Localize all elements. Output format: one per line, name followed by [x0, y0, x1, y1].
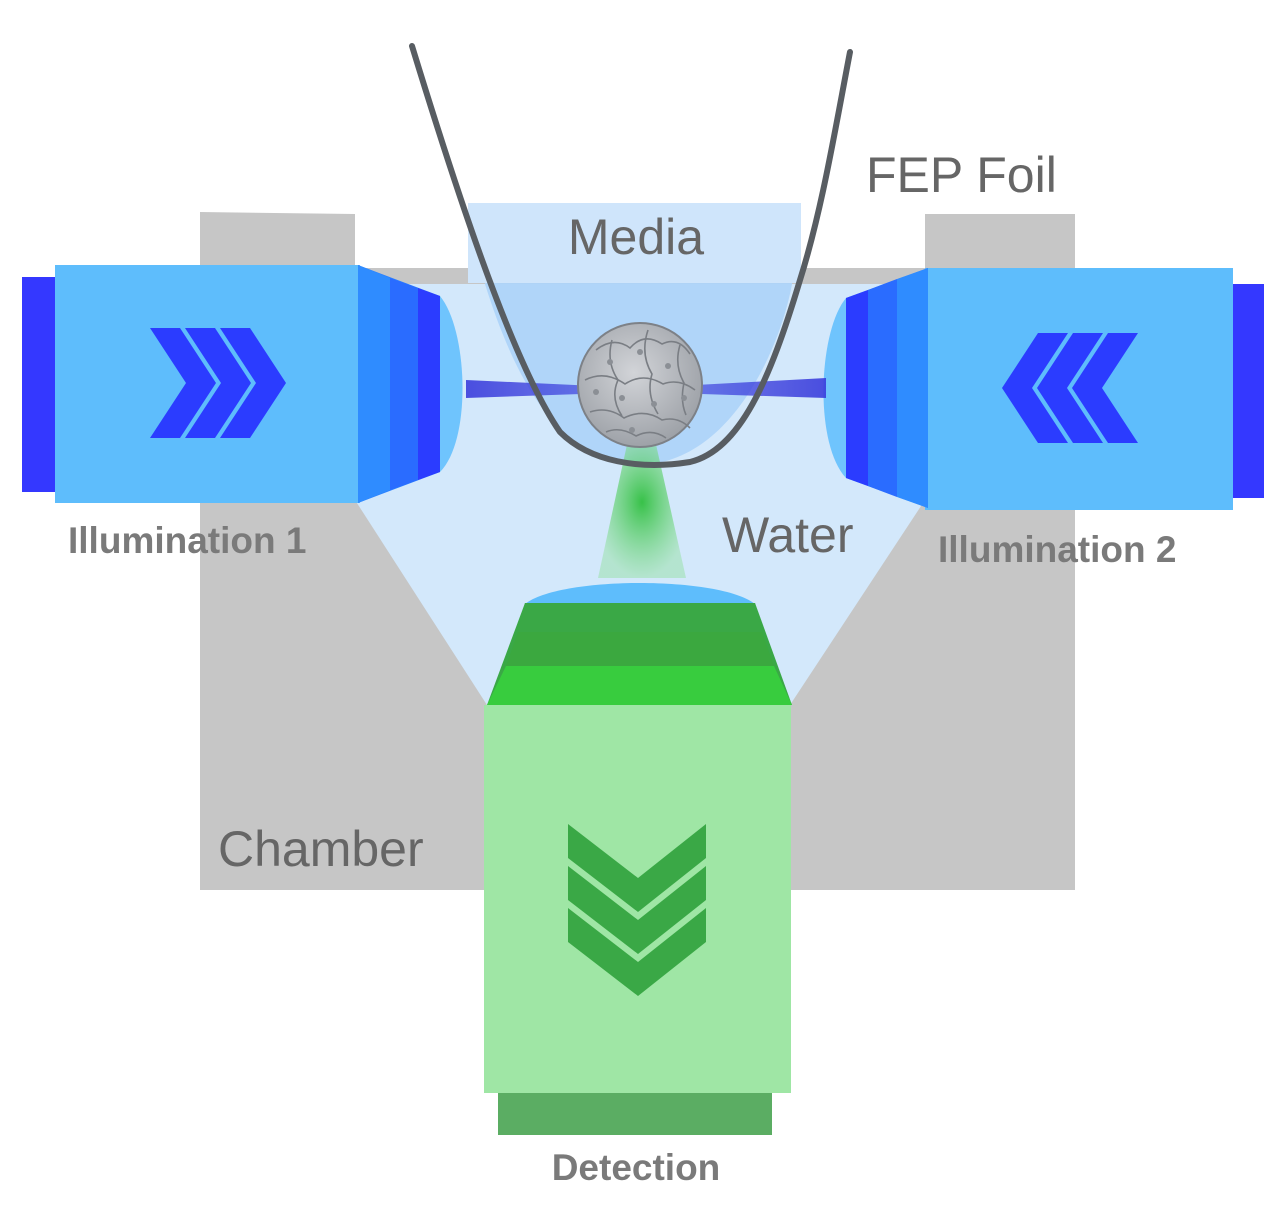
chevron-right-icon [150, 328, 286, 438]
detection-label: Detection [552, 1147, 721, 1188]
cell-spheroid-icon [577, 322, 703, 448]
media-label: Media [568, 209, 704, 265]
fep-foil-label: FEP Foil [866, 147, 1057, 203]
illumination-2-back-cap [1230, 284, 1264, 498]
emission-cone [598, 440, 686, 578]
detection-base [498, 1093, 772, 1135]
chamber-label: Chamber [218, 821, 424, 877]
water-label: Water [722, 507, 854, 563]
illumination-1-back-cap [22, 277, 56, 492]
media-top-band [468, 203, 801, 283]
chevron-left-icon [1002, 333, 1138, 443]
detection-lens [525, 583, 755, 604]
illumination-1-label: Illumination 1 [68, 520, 306, 561]
illumination-2-lens [823, 298, 846, 478]
detection-objective [484, 583, 792, 1135]
illumination-2-label: Illumination 2 [938, 529, 1176, 570]
chevron-down-icon [568, 824, 706, 996]
fep-foil [409, 43, 853, 468]
illumination-2-objective [823, 268, 1264, 510]
illumination-1-objective [22, 265, 463, 503]
illumination-1-lens [440, 296, 463, 472]
